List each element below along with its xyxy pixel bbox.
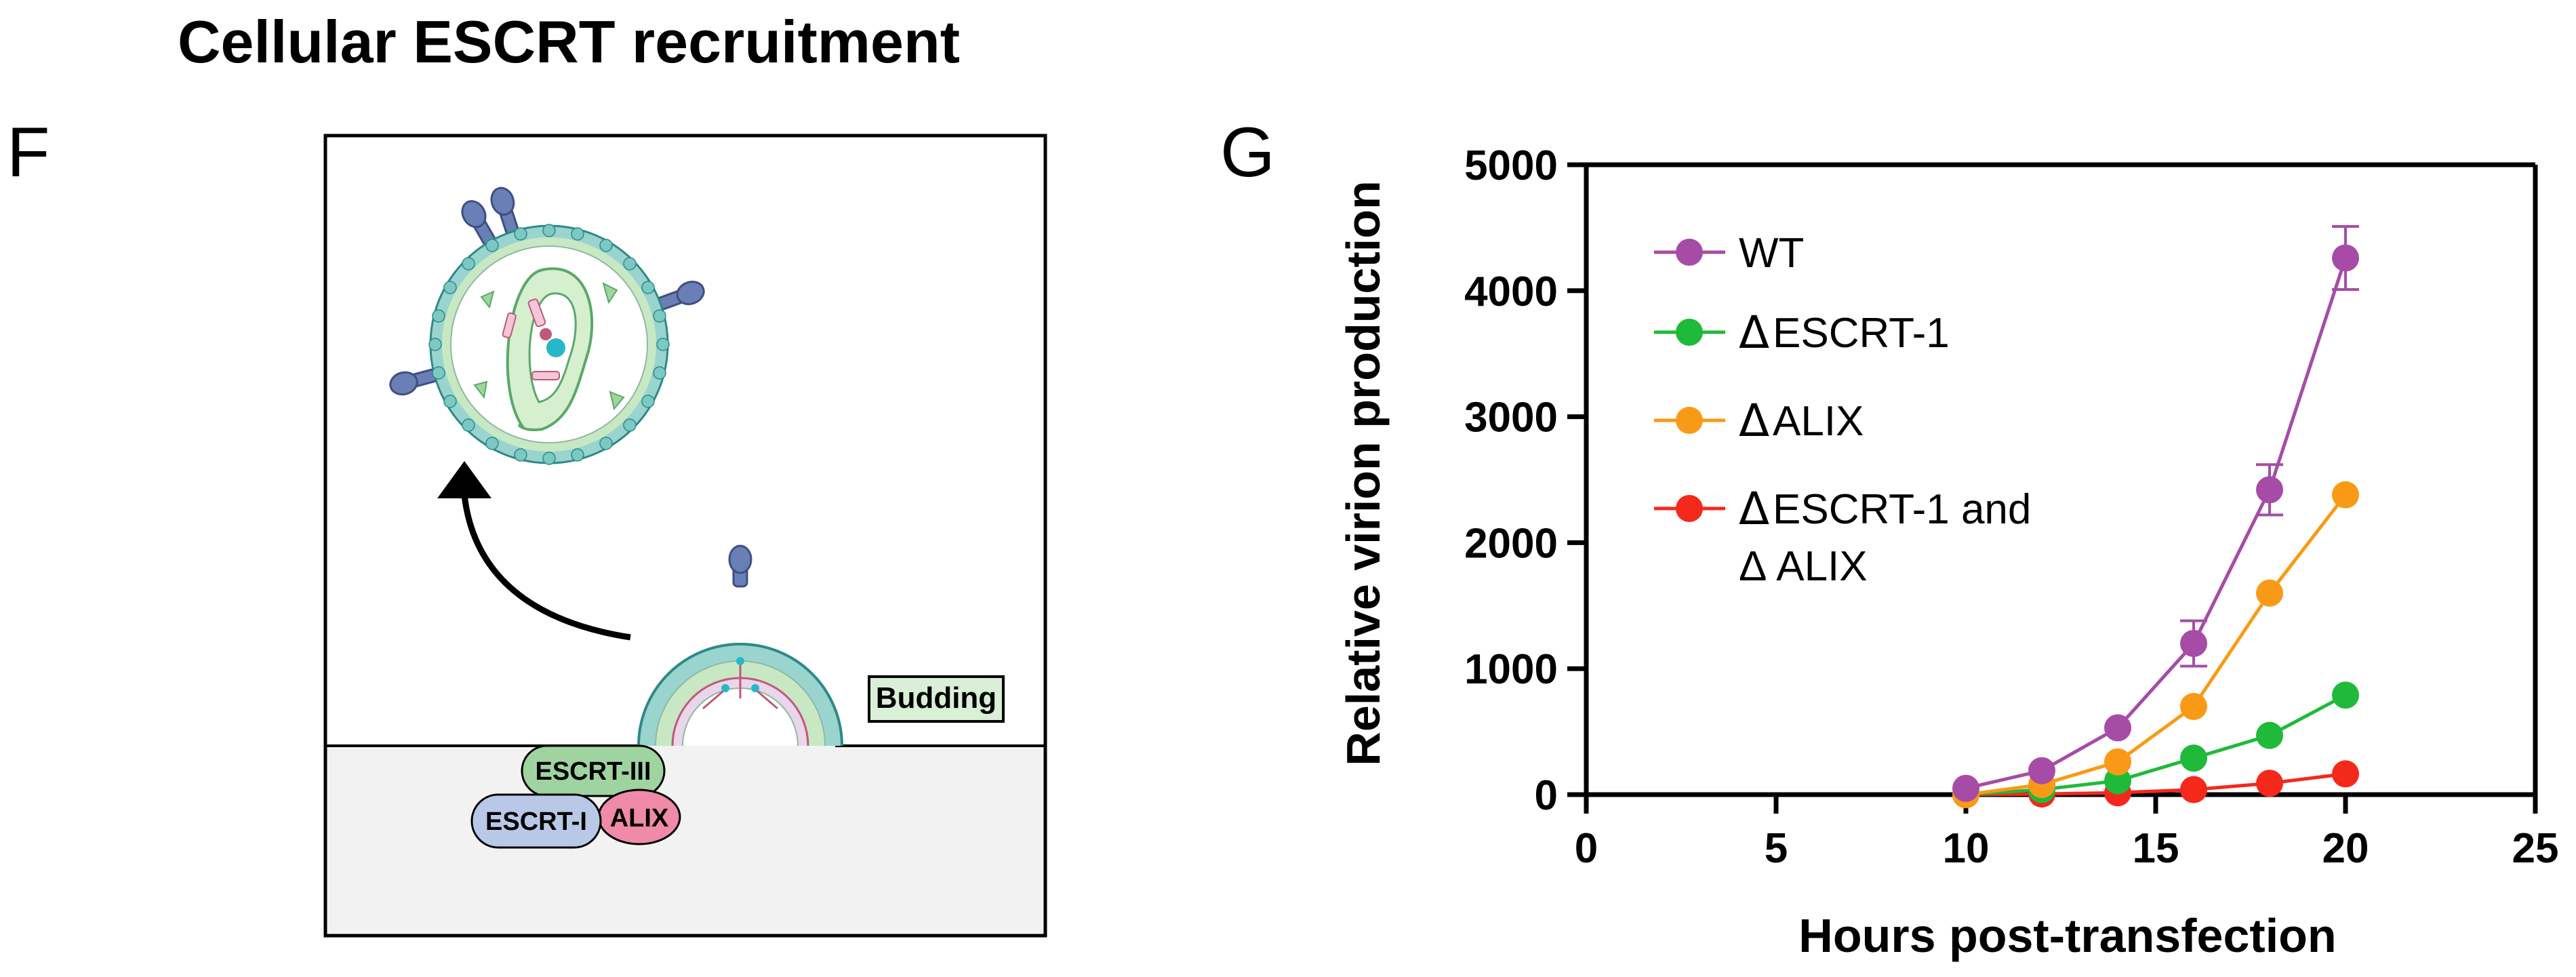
legend-delta: Δ: [1739, 483, 1769, 535]
legend-label: WT: [1739, 230, 1804, 277]
panel-f-letter: F: [7, 113, 50, 192]
data-point: [2332, 244, 2359, 272]
escrt-1-label: ESCRT-I: [485, 807, 587, 836]
x-tick-label: 5: [1765, 825, 1788, 872]
legend-label: Δ ALIX: [1739, 543, 1868, 590]
y-axis-label: Relative virion production: [1337, 180, 1390, 765]
legend-entry: WT: [1654, 230, 1804, 277]
virion-particle-icon: [389, 186, 705, 465]
y-tick-label: 0: [1535, 772, 1558, 819]
alix-label: ALIX: [610, 804, 669, 833]
chart-axes: 0 1000 2000 3000 4000 5000 0 5 10 15 20 25: [1464, 142, 2558, 872]
y-tick-label: 5000: [1464, 142, 1558, 189]
y-tick-label: 3000: [1464, 395, 1558, 441]
chart-series: [1952, 225, 2359, 808]
schematic-panel: Budding ESCRT-III ALIX ESCRT-I: [323, 134, 1047, 938]
data-point: [2180, 776, 2207, 803]
escrt-1-complex: [470, 793, 602, 849]
series-line: [1965, 494, 2347, 797]
x-tick-label: 0: [1575, 825, 1598, 872]
series-0: [1952, 225, 2359, 802]
x-tick-label: 10: [1943, 825, 1990, 872]
legend-label: ALIX: [1773, 398, 1864, 445]
legend-marker: [1676, 319, 1703, 346]
escrt-3-complex: [521, 744, 666, 797]
data-point: [2104, 748, 2131, 776]
data-point: [1952, 774, 1979, 802]
legend-marker: [1676, 239, 1703, 266]
legend-marker: [1676, 407, 1703, 434]
legend-delta: Δ: [1739, 306, 1769, 359]
budding-label-box: [868, 675, 1005, 723]
data-point: [2332, 760, 2359, 788]
data-point: [2104, 714, 2131, 742]
release-arrow-icon: [437, 461, 631, 641]
data-point: [2028, 757, 2055, 784]
x-axis-label: Hours post-transfection: [1798, 909, 2336, 962]
x-tick-label: 15: [2133, 825, 2179, 872]
legend-label: ESCRT-1: [1773, 310, 1950, 357]
x-tick-label: 25: [2512, 825, 2559, 872]
x-tick-label: 20: [2322, 825, 2369, 872]
legend-label: ESCRT-1 and: [1773, 486, 2031, 533]
schematic-frame: [323, 134, 1047, 938]
data-point: [2256, 721, 2283, 749]
data-point: [2256, 579, 2283, 607]
figure-title: Cellular ESCRT recruitment: [178, 8, 960, 75]
escrt-3-label: ESCRT-III: [535, 757, 651, 786]
cell-cytoplasm: [325, 746, 1045, 936]
y-tick-label: 2000: [1464, 520, 1558, 567]
data-point: [2180, 630, 2207, 658]
panel-g-letter: G: [1220, 113, 1275, 192]
budding-virion-icon: [637, 544, 843, 746]
data-point: [2180, 692, 2207, 720]
data-point: [2332, 681, 2359, 709]
data-point: [2256, 770, 2283, 797]
budding-label: Budding: [876, 681, 997, 715]
legend-marker: [1676, 495, 1703, 522]
legend-delta: Δ: [1739, 395, 1769, 447]
y-tick-label: 1000: [1464, 646, 1558, 693]
data-point: [2332, 481, 2359, 509]
y-tick-label: 4000: [1464, 268, 1558, 315]
data-point: [2256, 476, 2283, 504]
data-point: [2180, 744, 2207, 772]
data-point: [2104, 767, 2131, 795]
